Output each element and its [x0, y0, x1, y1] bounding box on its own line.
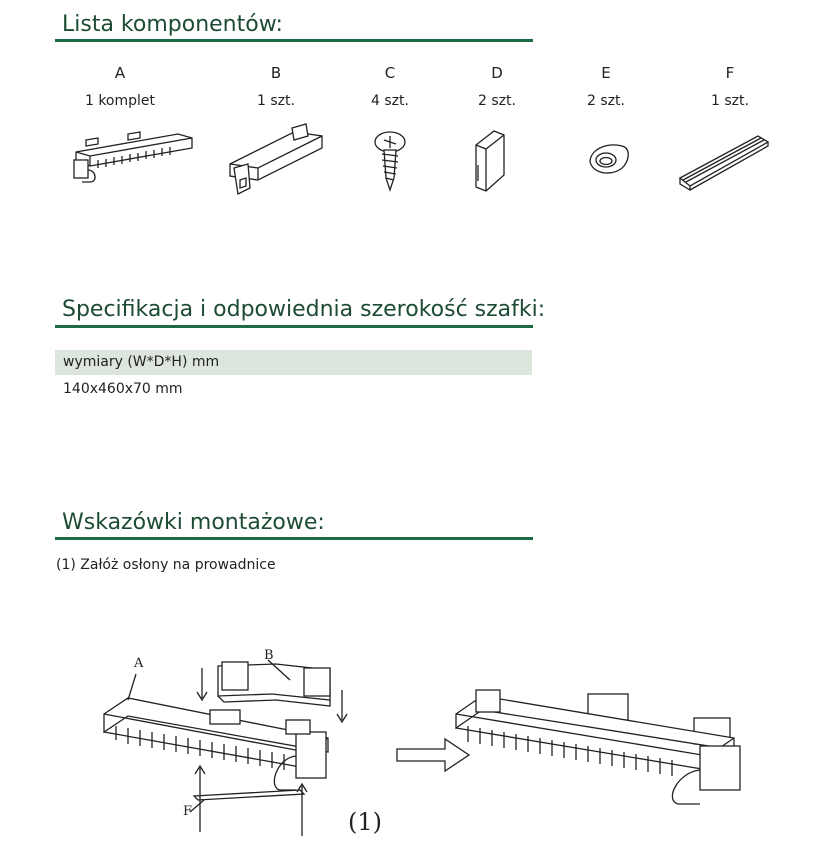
spec-value: 140x460x70 mm: [63, 381, 183, 397]
component-letter: F: [725, 64, 735, 82]
component-qty: 2 szt.: [478, 93, 516, 109]
rack-assembly-icon: [73, 131, 193, 183]
label-a: A: [134, 656, 144, 671]
component-c: C 4 szt.: [330, 64, 450, 110]
mounting-bracket-icon: [229, 123, 323, 195]
end-cap-icon: [475, 130, 505, 192]
component-letter: E: [601, 64, 611, 82]
component-letter: C: [384, 64, 396, 82]
component-e: E 2 szt.: [546, 64, 666, 110]
component-b: B 1 szt.: [216, 64, 336, 110]
component-qty: 1 szt.: [711, 93, 749, 109]
assembly-title: Wskazówki montażowe:: [62, 510, 325, 535]
component-qty: 1 szt.: [257, 93, 295, 109]
rubber-ring-icon: [589, 144, 629, 174]
screw-icon: [374, 131, 406, 193]
assembly-exploded-diagram: [103, 659, 348, 836]
label-f: F: [183, 804, 193, 819]
component-a: A 1 komplet: [60, 64, 180, 110]
component-letter: B: [270, 64, 282, 82]
component-qty: 4 szt.: [371, 93, 409, 109]
assembly-step-1: (1) Załóż osłony na prowadnice: [56, 557, 276, 573]
components-rule: [55, 39, 533, 42]
component-d: D 2 szt.: [437, 64, 557, 110]
component-qty: 1 komplet: [84, 93, 156, 109]
arrow-right-icon: [396, 737, 471, 773]
label-b: B: [264, 648, 274, 663]
assembly-rule: [55, 537, 533, 540]
assembly-result-diagram: [455, 689, 741, 805]
step-number: (1): [348, 808, 382, 836]
component-f: F 1 szt.: [670, 64, 790, 110]
component-qty: 2 szt.: [587, 93, 625, 109]
spec-header: wymiary (W*D*H) mm: [55, 350, 532, 375]
component-letter: D: [491, 64, 503, 82]
spec-rule: [55, 325, 533, 328]
strip-icon: [678, 135, 770, 192]
components-title: Lista komponentów:: [62, 12, 283, 37]
spec-title: Specifikacja i odpowiednia szerokość sza…: [62, 297, 546, 322]
component-letter: A: [114, 64, 126, 82]
